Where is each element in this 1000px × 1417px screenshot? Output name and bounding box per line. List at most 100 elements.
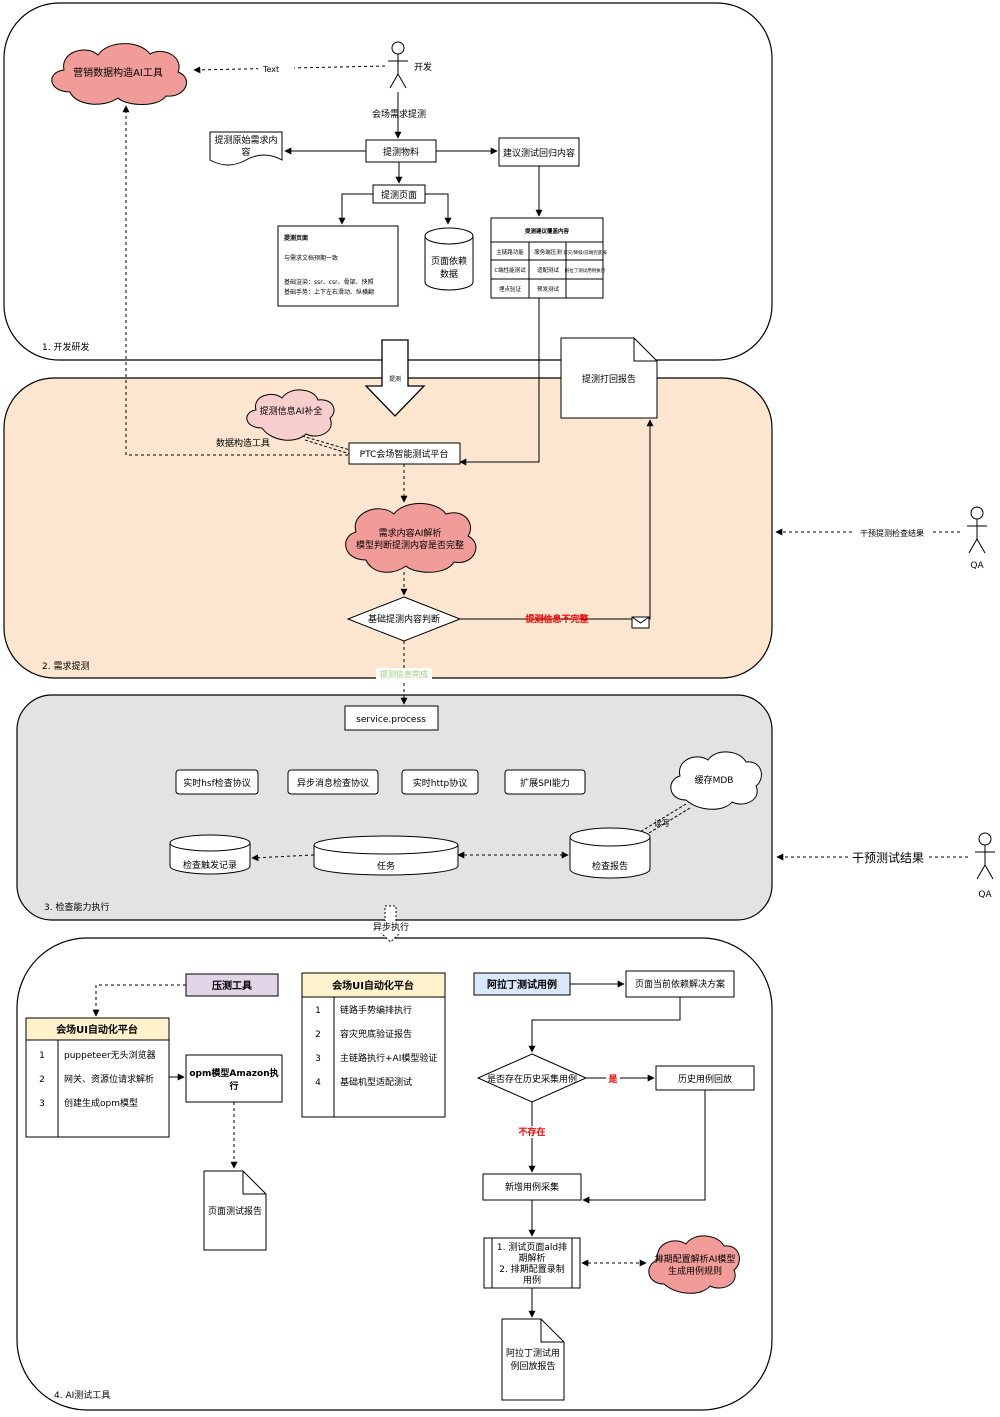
regression-cell: C端性能测试 [494, 266, 526, 274]
protocol-boxes: 实时hsf检查协议 异步消息检查协议 实时http协议 扩展SPI能力 [175, 769, 586, 795]
ui-platform-left-table [25, 1017, 170, 1138]
edge-cloud-to-platform [301, 435, 351, 451]
yes-label: 是 [607, 1074, 618, 1085]
opm-line1: opm模型Amazon执 [189, 1067, 278, 1079]
section-ai-tools-label: 4. AI测试工具 [54, 1389, 110, 1401]
regression-cell: 阿拉丁测试用例执行 [565, 267, 606, 274]
ai-parse-line1: 需求内容AI解析 [379, 527, 442, 539]
edge-platform-to-marketing [122, 105, 348, 456]
ui-mid-row-num: 1 [315, 1006, 321, 1016]
test-page-panel-line2: 基础渲染：ssr、csr、骨架、快照 [284, 278, 374, 286]
edge-incomplete-to-report [460, 419, 654, 620]
info-fill-label: 提测信息AI补全 [260, 405, 323, 417]
submit-arrow-label: 提测 [389, 375, 401, 383]
envelope-icon [631, 616, 650, 629]
ui-mid-row-text: 主链路执行+AI模型验证 [340, 1052, 437, 1064]
incomplete-label: 提测信息不完整 [525, 613, 588, 625]
page-dep-solution-label: 页面当前依赖解决方案 [635, 978, 725, 990]
edge-task-to-trigger [251, 854, 315, 862]
collect-steps-box [483, 1237, 581, 1289]
schedule-ai-line1: 排期配置解析AI模型 [655, 1253, 736, 1265]
developer-actor-icon [388, 41, 408, 89]
cache-mdb-label: 缓存MDB [695, 774, 734, 786]
developer-actor-label: 开发 [414, 61, 432, 73]
no-label: 不存在 [518, 1126, 545, 1138]
new-collect-label: 新增用例采集 [505, 1181, 559, 1193]
reject-report-label: 提测打回报告 [582, 373, 636, 385]
steps-line4: 用例 [523, 1274, 541, 1286]
page-test-report-doc [203, 1170, 267, 1251]
test-page-panel [277, 225, 399, 307]
reject-report-doc [560, 337, 658, 419]
ai-parse-line2: 模型判断提测内容是否完整 [356, 539, 464, 551]
service-process-label: service.process [356, 715, 426, 725]
complete-label: 提测信息完成 [380, 669, 428, 679]
raw-requirement-line2: 容 [241, 146, 250, 158]
page-dep-line1: 页面依赖 [431, 255, 467, 267]
regression-cell: 服务端压测 [534, 248, 562, 256]
schedule-ai-line2: 生成用例规则 [668, 1265, 722, 1277]
ui-mid-row-text: 基础机型适配测试 [340, 1076, 412, 1088]
steps-line1: 1. 测试页面ald排 [497, 1241, 567, 1253]
task-db [313, 835, 459, 876]
section-request-label: 2. 需求提测 [42, 660, 89, 672]
aladdin-report-line1: 阿拉丁测试用 [506, 1347, 560, 1359]
regression-table-title: 提测建议覆盖内容 [525, 227, 570, 235]
edge-replay-to-new-collect [582, 1090, 706, 1204]
ui-left-row-num: 1 [39, 1051, 45, 1061]
opm-line2: 行 [228, 1080, 238, 1092]
test-page-panel-line1: 与需求文档预期一致 [284, 254, 338, 262]
edge-testpage-to-db [425, 193, 452, 225]
materials-label: 提测物料 [383, 146, 419, 158]
history-replay-label: 历史用例回放 [678, 1073, 732, 1085]
protocol-spi-label: 扩展SPI能力 [520, 777, 570, 789]
edge-text-label: Text [262, 65, 279, 74]
raw-requirement-doc [209, 131, 283, 166]
regression-cell: 适配测试 [537, 266, 560, 274]
service-process-box [344, 705, 439, 731]
protocol-http-box [401, 769, 479, 795]
edge-regression-to-platform [459, 298, 540, 466]
edge-testpage-to-panel [338, 193, 373, 225]
protocol-async-label: 异步消息检查协议 [297, 777, 369, 789]
edge-dev-to-marketing [193, 65, 386, 74]
data-tool-label: 数据构造工具 [216, 437, 270, 449]
opm-model-box [185, 1054, 283, 1103]
ui-left-row-text: 网关、资源位请求解析 [64, 1073, 154, 1085]
edge-solution-to-history-decision [528, 997, 681, 1053]
ui-left-row-text: puppeteer无头浏览器 [64, 1049, 156, 1061]
qa-actor-icon-1 [967, 506, 987, 554]
test-page-label: 提测页面 [381, 190, 417, 201]
ui-platform-left-title: 会场UI自动化平台 [56, 1023, 138, 1036]
steps-line2: 期解析 [518, 1252, 545, 1264]
check-report-db [569, 827, 651, 879]
cache-mdb-cloud [670, 751, 762, 810]
regression-suggest-label: 建议测试回归内容 [503, 147, 575, 159]
ui-platform-mid-table [301, 972, 446, 1118]
ai-parse-cloud [345, 503, 477, 573]
qa-intervene-check-label: 干预提测检查结果 [860, 528, 924, 538]
regression-cell: 预发测试 [537, 285, 560, 293]
raw-requirement-line1: 提测原始需求内 [214, 134, 277, 146]
new-collect-box [482, 1173, 582, 1201]
regression-cell: 埋点验证 [499, 285, 522, 293]
ptc-platform-label: PTC会场智能测试平台 [360, 448, 449, 460]
ui-left-row-text: 创建生成opm模型 [64, 1097, 138, 1109]
qa-actor-label-2: QA [978, 890, 992, 900]
edge-cache-read-write [639, 803, 687, 833]
ui-platform-mid-title: 会场UI自动化平台 [332, 979, 414, 992]
async-exec-label: 异步执行 [373, 921, 409, 933]
history-replay-box [655, 1065, 755, 1091]
ui-mid-row-num: 3 [315, 1054, 321, 1064]
basic-check-label: 基础提测内容判断 [368, 613, 440, 625]
submit-arrow-icon [364, 339, 426, 417]
qa-actor-icon-2 [975, 832, 995, 880]
history-decision-label: 是否存在历史采集用例 [487, 1073, 577, 1085]
info-fill-cloud [246, 389, 335, 441]
aladdin-report-doc [501, 1318, 565, 1401]
test-page-panel-line3: 基础手势：上下左右滑动、纵横翻 [284, 288, 374, 296]
ui-mid-row-text: 链路手势编排执行 [340, 1004, 412, 1016]
ui-left-row-num: 3 [39, 1099, 45, 1109]
